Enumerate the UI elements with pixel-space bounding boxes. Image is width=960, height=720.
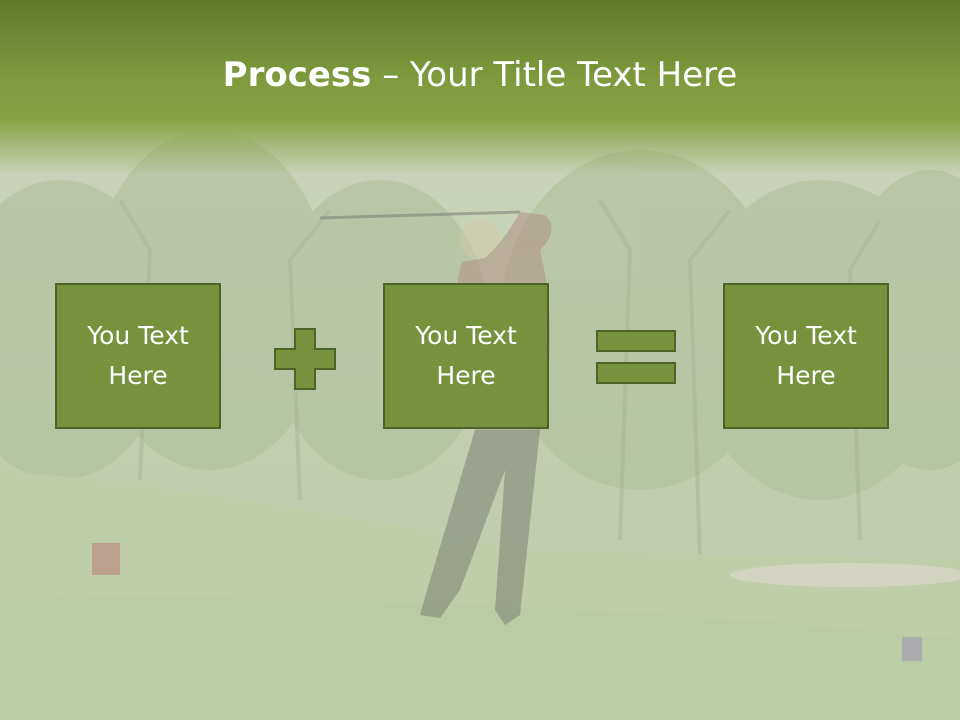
plus-icon <box>274 328 336 390</box>
title-bold: Process <box>222 55 372 95</box>
process-box-1[interactable]: You Text Here <box>55 283 221 429</box>
equals-icon <box>596 330 676 384</box>
title-rest: Your Title Text Here <box>410 55 738 95</box>
process-box-2-text: You Text Here <box>415 321 517 390</box>
process-box-3-text: You Text Here <box>755 321 857 390</box>
slide-title: Process – Your Title Text Here <box>0 53 960 97</box>
process-box-1-text: You Text Here <box>87 321 189 390</box>
title-dash: – <box>371 55 411 95</box>
title-banner <box>0 0 960 175</box>
process-box-2[interactable]: You Text Here <box>383 283 549 429</box>
process-box-3[interactable]: You Text Here <box>723 283 889 429</box>
